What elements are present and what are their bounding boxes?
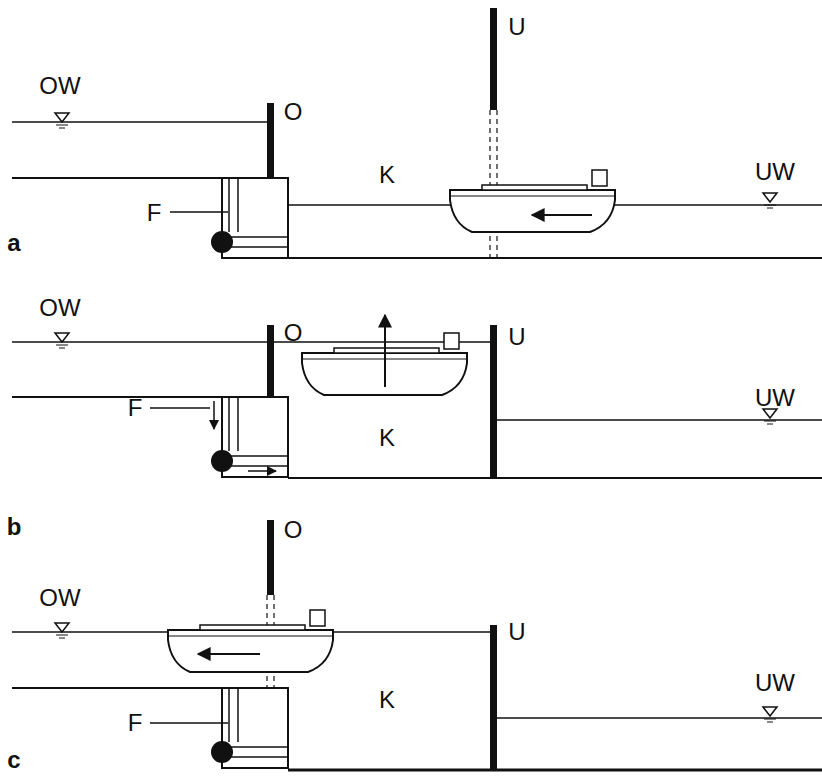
water-level-label: OW xyxy=(39,74,80,98)
gate-label: O xyxy=(284,518,303,542)
gate-label: U xyxy=(508,15,525,39)
gate-label: U xyxy=(508,325,525,349)
gate-label: O xyxy=(284,100,303,124)
gate-label: U xyxy=(508,620,525,644)
water-level-label: OW xyxy=(39,296,80,320)
panel-letter: c xyxy=(7,748,20,772)
chamber-label: K xyxy=(379,426,395,450)
culvert-label: F xyxy=(128,711,143,735)
gate-label: O xyxy=(284,321,303,345)
panel-letter: a xyxy=(7,231,20,255)
water-level-label: UW xyxy=(755,671,795,695)
panel-letter: b xyxy=(7,515,22,539)
water-level-label: UW xyxy=(755,386,795,410)
water-level-label: OW xyxy=(39,586,80,610)
chamber-label: K xyxy=(379,163,395,187)
chamber-label: K xyxy=(379,688,395,712)
water-level-label: UW xyxy=(755,160,795,184)
culvert-label: F xyxy=(147,201,162,225)
culvert-label: F xyxy=(128,396,143,420)
